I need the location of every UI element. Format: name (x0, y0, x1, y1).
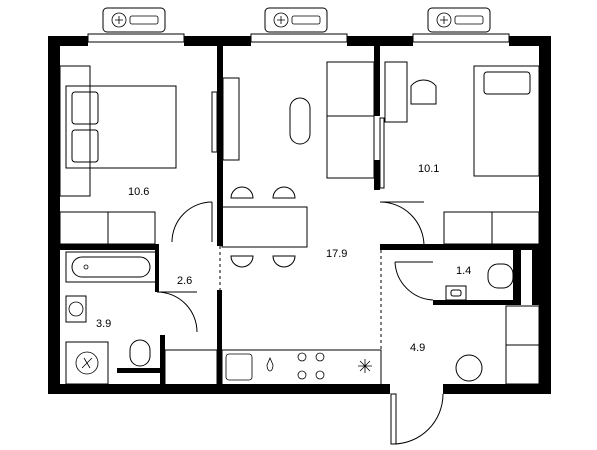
bedroom-right-furniture (379, 61, 540, 245)
living-furniture (221, 61, 375, 268)
bathroom-fixtures (65, 251, 157, 385)
area-label-bathroom: 3.9 (96, 318, 111, 330)
area-label-bedroom-left: 10.6 (128, 186, 149, 198)
area-label-kitchen-living: 17.9 (326, 248, 347, 260)
wc-fixtures (445, 263, 514, 301)
bedroom-left-furniture (59, 65, 218, 245)
outer-walls (48, 36, 551, 394)
area-label-corridor: 2.6 (177, 275, 192, 287)
kitchen-counter (164, 349, 382, 386)
window-radiator-right (412, 7, 510, 43)
area-label-hallway: 4.9 (410, 342, 425, 354)
window-radiator-center (250, 7, 348, 43)
interior-walls (60, 46, 539, 385)
window-radiator-left (87, 7, 185, 43)
door-swings (156, 201, 444, 445)
hallway-fixtures (455, 305, 540, 385)
zone-boundaries (219, 246, 382, 384)
area-label-bedroom-right: 10.1 (418, 163, 439, 175)
area-label-wc: 1.4 (456, 265, 471, 277)
